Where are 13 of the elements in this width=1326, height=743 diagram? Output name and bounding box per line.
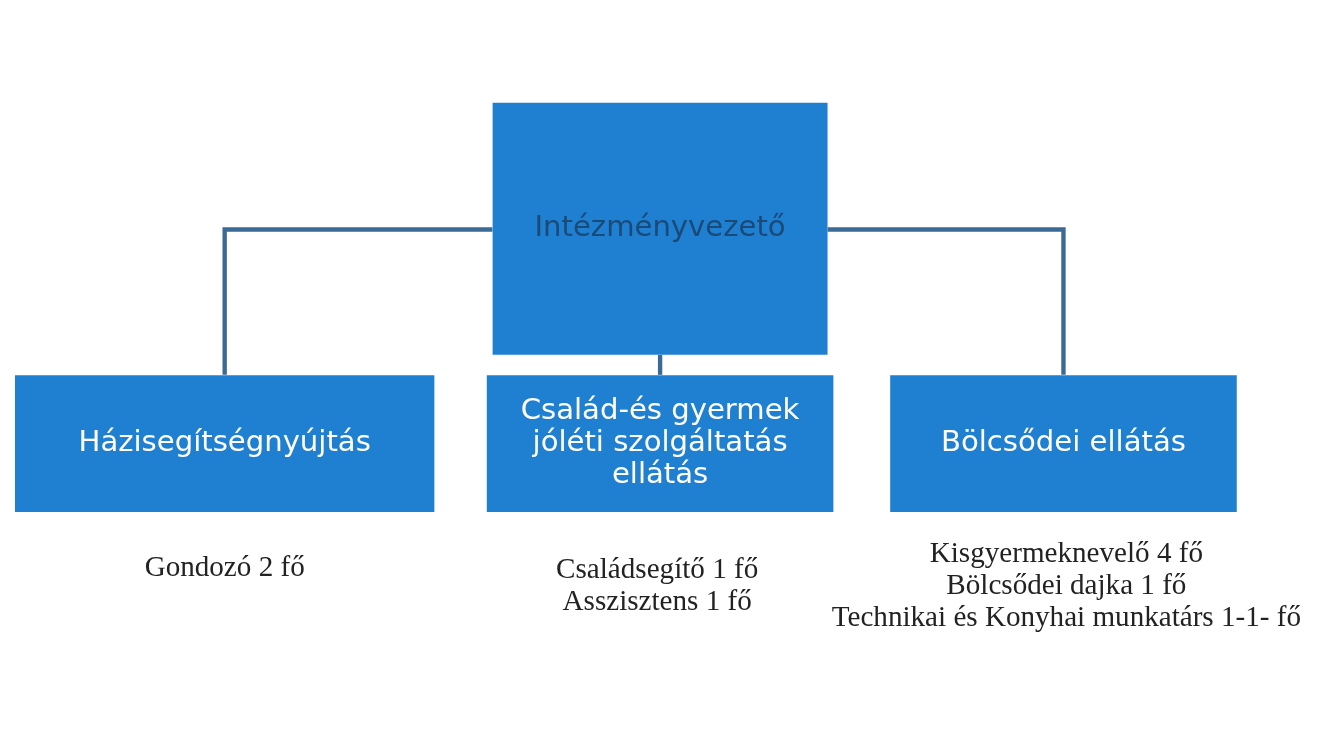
node-box: Bölcsődei ellátás — [890, 375, 1237, 513]
node-box: Intézményvezető — [492, 102, 828, 355]
node-label: Asszisztens 1 fő — [562, 583, 752, 616]
node-label: Gondozó 2 fő — [144, 550, 305, 583]
connector — [827, 227, 1066, 375]
node-label: Kisgyermeknevelő 4 fő — [929, 535, 1203, 568]
node-label: Technikai és Konyhai munkatárs 1-1- fő — [831, 599, 1301, 632]
node-label: Családsegítő 1 fő — [556, 551, 759, 584]
connector — [222, 227, 493, 375]
node-box: Házisegítségnyújtás — [15, 375, 435, 513]
node-label: Bölcsődei dajka 1 fő — [946, 567, 1187, 600]
connector — [657, 354, 663, 375]
node-box: Család-és gyermek jóléti szolgáltatás ellátás — [486, 375, 834, 513]
